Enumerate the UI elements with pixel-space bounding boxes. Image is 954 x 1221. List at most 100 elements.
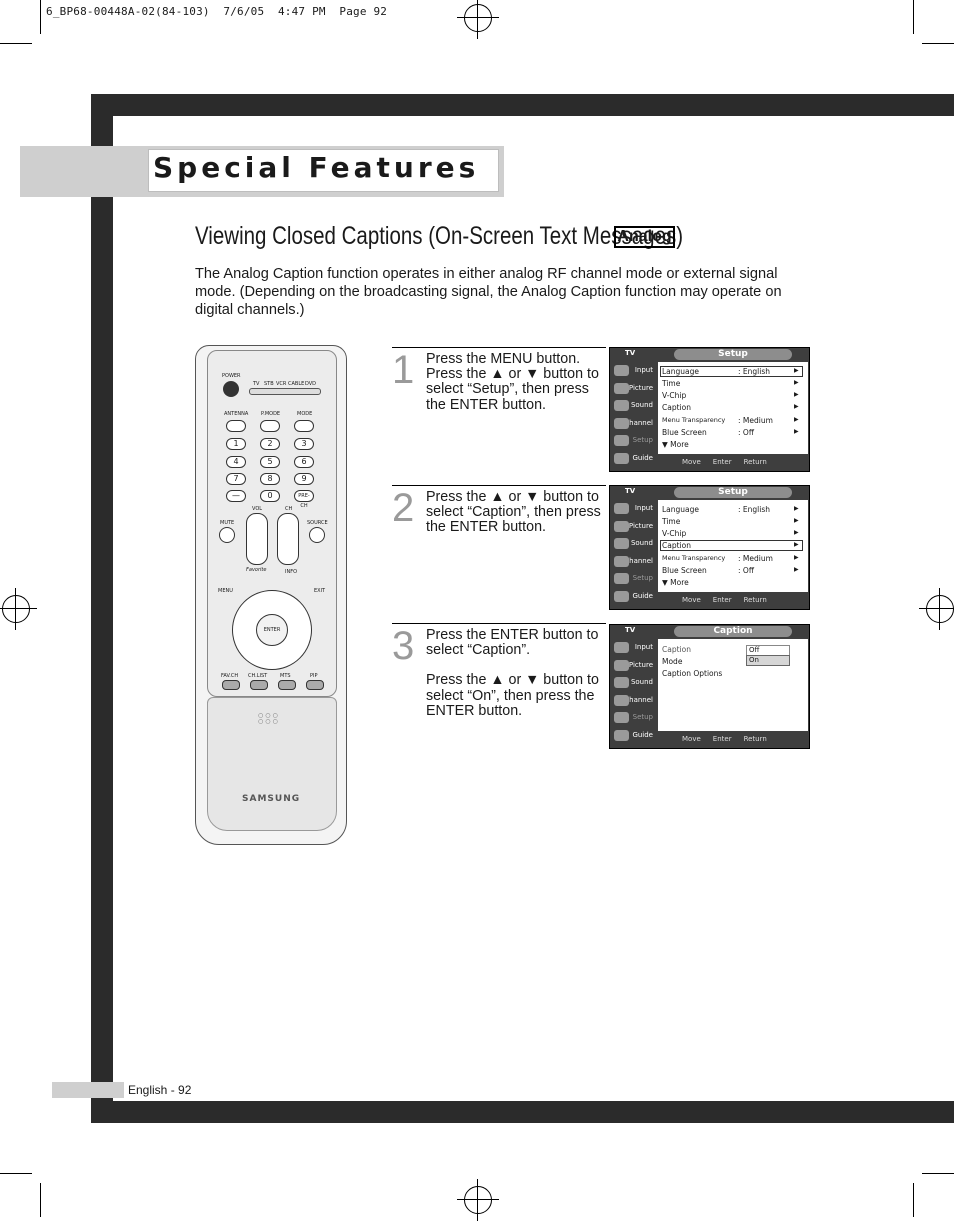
sidebar-item-input[interactable]: Input	[612, 362, 655, 380]
analog-badge: Analog	[614, 226, 675, 248]
menu-row-vchip[interactable]: V-Chip▶	[662, 391, 799, 400]
arrow-right-icon: ▶	[794, 541, 799, 548]
source-button[interactable]	[309, 527, 325, 543]
sidebar-item-sound[interactable]: Sound	[612, 535, 655, 553]
input-icon	[614, 503, 629, 514]
menu-row-time[interactable]: Time▶	[662, 379, 799, 388]
registration-mark-icon	[0, 588, 37, 630]
sidebar-item-channel[interactable]: Channel	[612, 692, 655, 710]
step-number: 1	[392, 348, 415, 392]
step-line: Press the MENU button.	[426, 351, 581, 367]
remote-speaker-holes: ○○○○○○	[258, 712, 280, 725]
caption-row[interactable]: Caption	[662, 645, 691, 654]
guide-icon	[614, 452, 629, 464]
menu-row-caption[interactable]: Caption▶	[662, 403, 799, 412]
favch-button[interactable]	[222, 680, 240, 690]
sidebar-item-guide[interactable]: Guide	[612, 727, 655, 745]
menu-row-language[interactable]: Language: English▶	[662, 505, 799, 514]
enter-hint: Enter	[712, 596, 732, 604]
frame-band-top	[91, 94, 954, 116]
menu-row-bluescreen[interactable]: Blue Screen: Off▶	[662, 566, 799, 575]
step-line: the ENTER button.	[426, 396, 546, 413]
crop-mark	[40, 0, 41, 34]
step-line: Press the ▲ or ▼ button to	[426, 366, 599, 383]
key-0[interactable]: 0	[260, 490, 280, 502]
registration-mark-icon	[919, 588, 954, 630]
antenna-button[interactable]	[226, 420, 246, 432]
menu-row-bluescreen[interactable]: Blue Screen: Off▶	[662, 428, 799, 437]
arrow-right-icon: ▶	[794, 566, 799, 573]
mode-button[interactable]	[294, 420, 314, 432]
key-8[interactable]: 8	[260, 473, 280, 485]
menu-label: MENU	[218, 588, 233, 594]
guide-icon	[614, 729, 629, 741]
menu-row-language[interactable]: Language: English▶	[662, 367, 799, 376]
menu-row-transparency[interactable]: Menu Transparency: Medium▶	[662, 416, 799, 425]
remote-lower-panel	[207, 697, 337, 831]
sidebar-item-sound[interactable]: Sound	[612, 397, 655, 415]
step-line: Press the ▲ or ▼ button to	[426, 489, 599, 505]
sidebar-item-picture[interactable]: Picture	[612, 657, 655, 675]
menu-row-more[interactable]: ▼ More	[662, 440, 689, 449]
key-9[interactable]: 9	[294, 473, 314, 485]
step-line: select “On”, then press the	[426, 687, 595, 704]
intro-paragraph: The Analog Caption function operates in …	[195, 266, 782, 318]
sidebar-item-guide[interactable]: Guide	[612, 450, 655, 468]
chlist-button[interactable]	[250, 680, 268, 690]
page-title: Special Features	[153, 151, 480, 184]
key-dash[interactable]: —	[226, 490, 246, 502]
mode-row[interactable]: Mode	[662, 657, 683, 666]
menu-row-caption[interactable]: Caption▶	[662, 541, 799, 550]
mode-slider[interactable]	[249, 388, 321, 395]
sidebar-item-input[interactable]: Input	[612, 639, 655, 657]
key-7[interactable]: 7	[226, 473, 246, 485]
menu-sidebar: Input Picture Sound Channel Setup Guide	[612, 362, 655, 467]
pip-button[interactable]	[306, 680, 324, 690]
tv-menu-setup: TV Setup Input Picture Sound Channel Set…	[609, 347, 810, 472]
sidebar-item-guide[interactable]: Guide	[612, 588, 655, 606]
sidebar-item-setup[interactable]: Setup	[612, 570, 655, 588]
mute-button[interactable]	[219, 527, 235, 543]
print-header: 6_BP68-00448A-02(84-103) 7/6/05 4:47 PM …	[46, 5, 388, 18]
key-1[interactable]: 1	[226, 438, 246, 450]
prech-button[interactable]: PRE-CH	[294, 490, 314, 509]
return-hint: Return	[743, 596, 767, 604]
move-hint: Move	[682, 596, 701, 604]
selection-highlight	[660, 540, 803, 551]
pmode-button[interactable]	[260, 420, 280, 432]
arrow-right-icon: ▶	[794, 554, 799, 561]
menu-row-vchip[interactable]: V-Chip▶	[662, 529, 799, 538]
sidebar-item-sound[interactable]: Sound	[612, 674, 655, 692]
sidebar-item-picture[interactable]: Picture	[612, 518, 655, 536]
step-line: Press the ENTER button to	[426, 627, 599, 643]
frame-band-left	[91, 94, 113, 1123]
sidebar-item-setup[interactable]: Setup	[612, 432, 655, 450]
dvd-label: DVD	[305, 381, 317, 387]
sidebar-item-channel[interactable]: Channel	[612, 415, 655, 433]
option-on[interactable]: On	[746, 655, 790, 666]
key-3[interactable]: 3	[294, 438, 314, 450]
key-6[interactable]: 6	[294, 456, 314, 468]
step-line: select “Caption”, then press	[426, 504, 601, 521]
enter-button[interactable]: ENTER	[256, 614, 288, 646]
step-line: the ENTER button.	[426, 519, 546, 536]
sidebar-item-channel[interactable]: Channel	[612, 553, 655, 571]
sidebar-item-setup[interactable]: Setup	[612, 709, 655, 727]
key-4[interactable]: 4	[226, 456, 246, 468]
channel-icon	[614, 417, 629, 429]
channel-rocker[interactable]	[277, 513, 299, 565]
caption-options-row[interactable]: Caption Options	[662, 669, 723, 678]
volume-rocker[interactable]	[246, 513, 268, 565]
mts-button[interactable]	[278, 680, 296, 690]
sidebar-item-picture[interactable]: Picture	[612, 380, 655, 398]
menu-row-transparency[interactable]: Menu Transparency: Medium▶	[662, 554, 799, 563]
sidebar-item-input[interactable]: Input	[612, 500, 655, 518]
key-5[interactable]: 5	[260, 456, 280, 468]
key-2[interactable]: 2	[260, 438, 280, 450]
menu-row-more[interactable]: ▼ More	[662, 578, 689, 587]
menu-row-time[interactable]: Time▶	[662, 517, 799, 526]
info-label: INFO	[285, 569, 298, 575]
power-button[interactable]	[223, 381, 239, 397]
arrow-right-icon: ▶	[794, 391, 799, 398]
